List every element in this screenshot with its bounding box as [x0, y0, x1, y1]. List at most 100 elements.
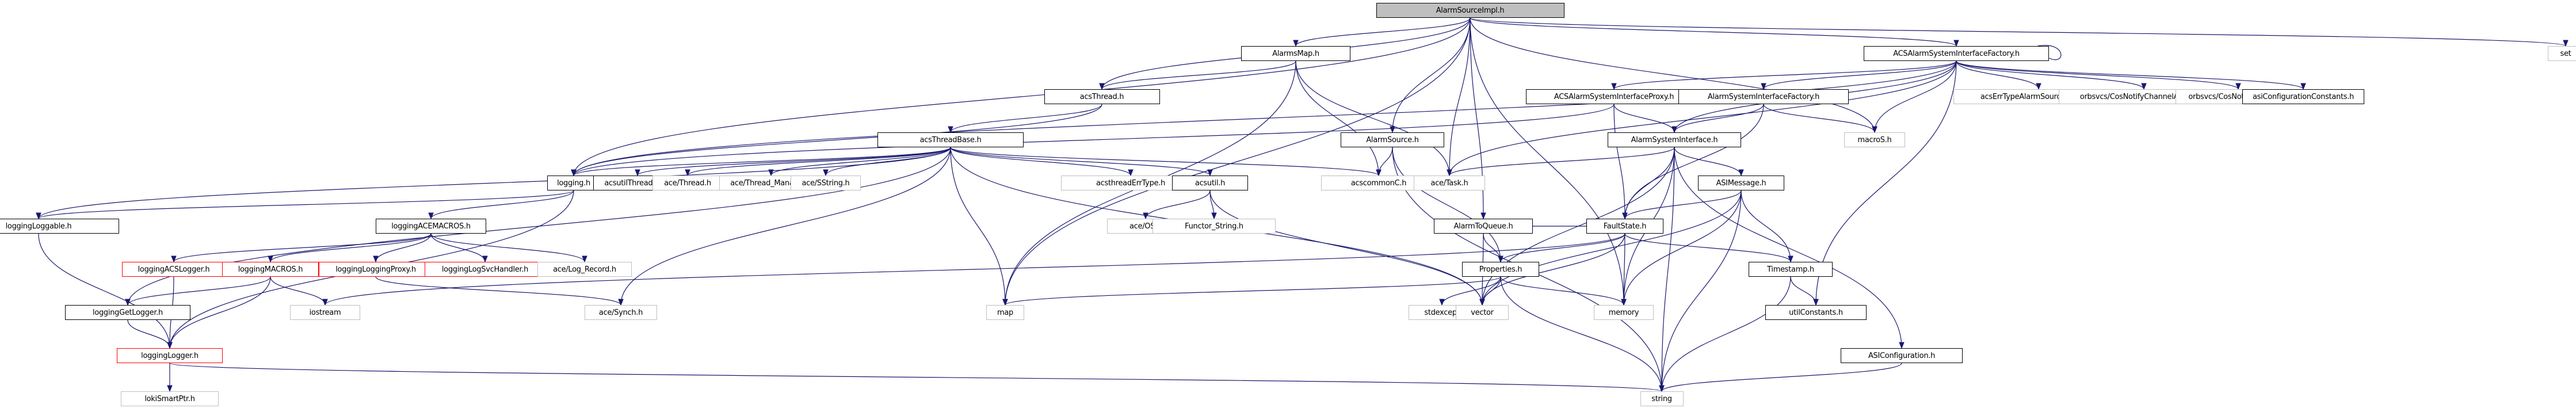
graph-node-logging-get-logger[interactable]: loggingGetLogger.h — [65, 305, 190, 320]
graph-node-properties[interactable]: Properties.h — [1462, 262, 1539, 277]
edge-acsThreadBase-to-acsthreadErrType — [950, 147, 1131, 176]
graph-node-alarm-system-interface[interactable]: AlarmSystemInterface.h — [1607, 132, 1742, 147]
edge-acsThreadBase-to-aceThread — [687, 147, 951, 176]
edge-ASIMessage-to-Timestamp — [1741, 190, 1791, 262]
graph-node-ace-thread[interactable]: ace/Thread.h — [652, 176, 723, 190]
edge-ACSAlarmSystemInterfaceFactory-to-ACSAlarmSystemInterfaceProxy — [1613, 60, 1957, 90]
edge-AlarmSource-to-acscommonC — [1378, 147, 1393, 176]
graph-node-acsalarm-system-interface-proxy[interactable]: ACSAlarmSystemInterfaceProxy.h — [1526, 89, 1702, 104]
graph-node-acs-thread-base[interactable]: acsThreadBase.h — [877, 132, 1024, 147]
edge-arrowhead — [1099, 83, 1105, 90]
edge-ACSAlarmSystemInterfaceProxy-to-FaultState — [1613, 104, 1625, 219]
graph-node-logging-acemacros[interactable]: loggingACEMACROS.h — [375, 219, 487, 234]
graph-node-asiconfiguration[interactable]: ASIConfiguration.h — [1841, 348, 1963, 363]
graph-node-logging-loggable[interactable]: loggingLoggable.h — [0, 219, 120, 234]
edge-AlarmsMap-to-acsThread — [1101, 60, 1296, 90]
graph-node-ace-task[interactable]: ace/Task.h — [1414, 176, 1485, 190]
graph-node-acsalarm-system-interface-factory[interactable]: ACSAlarmSystemInterfaceFactory.h — [1863, 46, 2050, 61]
edge-ACSAlarmSystemInterfaceProxy-to-AlarmSystemInterface — [1613, 104, 1675, 133]
graph-node-ace-sstring[interactable]: ace/SString.h — [791, 176, 861, 190]
graph-node-set[interactable]: set — [2547, 46, 2576, 61]
edge-AlarmSystemInterface-to-ASIConfiguration — [1674, 147, 1902, 349]
graph-node-asimessage[interactable]: ASIMessage.h — [1697, 176, 1785, 190]
edge-arrowhead — [2235, 83, 2241, 90]
edge-loggingACEMACROS-to-loggingACSLogger — [173, 233, 432, 262]
edge-Timestamp-to-string — [1661, 276, 1791, 392]
edge-arrowhead — [1479, 299, 1485, 306]
edge-ACSAlarmSystemInterfaceFactory-to-CosNotifyCommC — [1956, 60, 2239, 90]
edge-loggingACEMACROS-to-loggingLogSvcHandler — [430, 233, 486, 262]
edge-ASIMessage-to-memory — [1623, 190, 1742, 306]
edge-AlarmsMap-to-aceTask — [1295, 60, 1450, 176]
graph-node-fault-state[interactable]: FaultState.h — [1586, 219, 1663, 234]
edge-acsutil-to-vector — [1209, 190, 1483, 306]
edge-arrowhead — [1376, 169, 1382, 177]
edge-acsThreadBase-to-map — [950, 147, 1006, 306]
graph-node-acsutil[interactable]: acsutil.h — [1172, 176, 1248, 190]
graph-node-iostream[interactable]: iostream — [290, 305, 360, 320]
edge-acsThreadBase-to-acsutilThreadInit — [637, 147, 951, 176]
edge-AlarmSourceImpl-to-AlarmsMap — [1295, 17, 1471, 47]
graph-node-string[interactable]: string — [1640, 391, 1684, 406]
graph-node-asi-configuration-constants[interactable]: asiConfigurationConstants.h — [2242, 89, 2364, 104]
graph-node-logging-log-svc-handler[interactable]: loggingLogSvcHandler.h — [425, 262, 545, 277]
edge-loggingLoggingProxy-to-aceSynch — [375, 276, 621, 306]
graph-node-logging[interactable]: logging.h — [547, 176, 600, 190]
edge-arrowhead — [618, 299, 624, 306]
graph-node-functor-string[interactable]: Functor_String.h — [1152, 219, 1276, 234]
edge-loggingACEMACROS-to-aceLogRecord — [430, 233, 585, 262]
edge-Properties-to-stdexcept — [1441, 276, 1501, 306]
graph-node-logging-macros[interactable]: loggingMACROS.h — [222, 262, 319, 277]
graph-node-alarm-source[interactable]: AlarmSource.h — [1341, 132, 1444, 147]
graph-node-alarm-system-interface-factory[interactable]: AlarmSystemInterfaceFactory.h — [1678, 89, 1849, 104]
edge-AlarmSourceImpl-to-memory — [1470, 17, 1624, 306]
edge-arrowhead — [1761, 83, 1766, 90]
edge-AlarmSystemInterfaceFactory-to-AlarmSystemInterface — [1674, 104, 1764, 133]
graph-node-util-constants[interactable]: utilConstants.h — [1765, 305, 1867, 320]
edge-arrowhead — [2563, 40, 2569, 47]
edge-arrowhead — [2036, 83, 2041, 90]
graph-node-alarms-map[interactable]: AlarmsMap.h — [1241, 46, 1351, 61]
edge-FaultState-to-Properties — [1500, 233, 1625, 262]
edge-AlarmSourceImpl-to-AlarmSource — [1392, 17, 1471, 133]
graph-node-logging-acslogger[interactable]: loggingACSLogger.h — [122, 262, 226, 277]
edge-arrowhead — [1293, 40, 1299, 47]
edge-loggingMACROS-to-loggingGetLogger — [127, 276, 271, 306]
graph-node-map[interactable]: map — [986, 305, 1025, 320]
graph-node-memory[interactable]: memory — [1593, 305, 1654, 320]
edge-arrowhead — [1953, 40, 1959, 47]
graph-node-ace-log-record[interactable]: ace/Log_Record.h — [537, 262, 632, 277]
graph-node-timestamp[interactable]: Timestamp.h — [1748, 262, 1833, 277]
edge-arrowhead — [1813, 299, 1819, 306]
graph-node-macro-s[interactable]: macroS.h — [1844, 132, 1906, 147]
edge-ASIConfiguration-to-string — [1661, 363, 1902, 392]
edge-loggingMACROS-to-iostream — [270, 276, 326, 306]
graph-node-logging-logger[interactable]: loggingLogger.h — [116, 348, 223, 363]
edge-loggingACEMACROS-to-loggingMACROS — [270, 233, 432, 262]
graph-node-acs-thread[interactable]: acsThread.h — [1044, 89, 1160, 104]
edge-arrowhead — [685, 169, 690, 177]
edge-arrowhead — [1899, 342, 1905, 349]
edge-loggingGetLogger-to-loggingLogger — [127, 319, 170, 349]
edge-AlarmSystemInterface-to-ASIMessage — [1674, 147, 1742, 176]
edge-arrowhead — [1447, 169, 1452, 177]
graph-node-alarm-to-queue[interactable]: AlarmToQueue.h — [1434, 219, 1533, 234]
edge-FaultState-to-iostream — [325, 233, 1625, 306]
edge-AlarmSource-to-Properties — [1392, 147, 1501, 262]
edge-loggingACEMACROS-to-loggingLoggingProxy — [375, 233, 432, 262]
graph-node-loki-smart-ptr[interactable]: lokiSmartPtr.h — [121, 391, 219, 406]
edge-AlarmSourceImpl-to-aceTask — [1449, 17, 1471, 176]
edge-arrowhead — [171, 256, 177, 263]
graph-node-alarm-source-impl[interactable]: AlarmSourceImpl.h — [1376, 3, 1564, 18]
edge-ACSAlarmSystemInterfaceFactory-to-ACSAlarmSystemInterfaceFactory — [2037, 45, 2062, 60]
graph-node-logging-logging-proxy[interactable]: loggingLoggingProxy.h — [318, 262, 433, 277]
edge-acsThread-to-acsThreadBase — [950, 104, 1102, 133]
edge-acsThreadBase-to-aceThreadManager — [770, 147, 951, 176]
edge-ACSAlarmSystemInterfaceFactory-to-asiConfigurationConstants — [1956, 60, 2304, 90]
edge-acsThreadBase-to-aceSynch — [620, 147, 951, 306]
edge-acsutil-to-aceOS — [1145, 190, 1211, 219]
edge-acsThreadBase-to-logging — [573, 147, 951, 176]
graph-node-ace-synch[interactable]: ace/Synch.h — [585, 305, 657, 320]
graph-node-vector[interactable]: vector — [1456, 305, 1509, 320]
edge-arrowhead — [125, 299, 131, 306]
